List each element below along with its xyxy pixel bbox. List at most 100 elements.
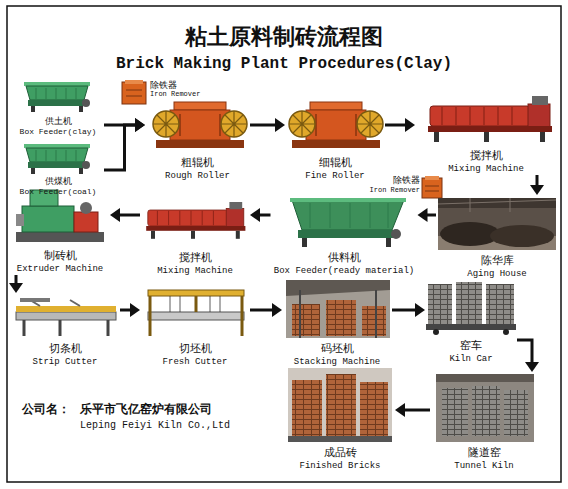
strip-cutter-picture bbox=[24, 320, 108, 336]
machine-name: 制砖机 bbox=[44, 249, 77, 263]
stacking-machine-picture bbox=[300, 290, 376, 338]
flow-arrow bbox=[104, 118, 145, 170]
tunnel-kiln-picture bbox=[504, 390, 528, 436]
ready-feeder-picture bbox=[386, 238, 391, 247]
stacking-machine-picture bbox=[286, 280, 390, 296]
machine-node: 陈华库Aging House bbox=[436, 195, 558, 280]
arrow-head bbox=[525, 362, 539, 372]
flow-arrow bbox=[9, 275, 23, 293]
arrow-head bbox=[130, 303, 140, 317]
iron-remover-picture bbox=[125, 80, 143, 84]
finished-bricks-picture bbox=[288, 368, 392, 442]
aging-house-picture bbox=[438, 198, 556, 212]
machine-node: 窑车Kiln Car bbox=[425, 278, 517, 365]
tunnel-kiln-picture bbox=[436, 374, 534, 442]
machine-name-english: Aging House bbox=[467, 268, 526, 280]
iron-remover-picture bbox=[422, 178, 442, 198]
machine-node: 制砖机Extruder Machine bbox=[10, 185, 110, 275]
ready-feeder-picture bbox=[292, 200, 404, 230]
feeder-picture bbox=[24, 82, 90, 112]
iron-remover-picture bbox=[422, 176, 442, 198]
machine-name-english: Kiln Car bbox=[449, 353, 492, 365]
flow-arrow bbox=[250, 303, 282, 317]
machine-name: 供煤机 bbox=[45, 176, 72, 187]
tunnel-kiln-picture bbox=[442, 388, 468, 436]
machine-name: 粗辊机 bbox=[181, 156, 214, 170]
part-name: Iron Remover bbox=[150, 90, 200, 98]
machine-name-english: Tunnel Kiln bbox=[454, 460, 513, 472]
finished-bricks-picture bbox=[326, 374, 356, 436]
strip-cutter-picture bbox=[16, 312, 116, 320]
arrow-head bbox=[395, 403, 405, 417]
roller-picture bbox=[289, 102, 383, 148]
mixer-picture bbox=[146, 202, 245, 239]
arrow-line bbox=[385, 124, 407, 127]
arrow-head bbox=[405, 118, 415, 132]
extruder-picture bbox=[16, 214, 24, 226]
flow-arrow bbox=[110, 208, 140, 222]
kiln-car-picture bbox=[426, 324, 516, 330]
iron-remover-picture bbox=[425, 176, 439, 180]
tunnel-kiln-picture bbox=[436, 374, 534, 442]
machine-node: 供煤机Box Feeder(coal) bbox=[12, 142, 104, 198]
machine-name: 切坯机 bbox=[179, 342, 212, 356]
arrow-line bbox=[392, 309, 417, 312]
kiln-car-picture bbox=[456, 282, 482, 324]
finished-bricks-picture bbox=[288, 436, 392, 442]
finished-bricks-picture bbox=[360, 382, 388, 436]
stacking-machine-picture bbox=[286, 280, 390, 338]
part-name: 除铁器 bbox=[393, 174, 420, 187]
machine-name-english: Box Feeder(ready material) bbox=[274, 265, 414, 277]
arrow-head bbox=[415, 303, 425, 317]
machine-name: 供料机 bbox=[328, 251, 361, 265]
machine-name-english: Fine Roller bbox=[305, 170, 364, 182]
iron-remover-picture bbox=[122, 82, 146, 104]
finished-bricks-picture bbox=[292, 380, 322, 436]
subtitle: Brick Making Plant Procedures(Clay) bbox=[0, 55, 568, 73]
machine-name-english: Box Feeder(coal) bbox=[20, 187, 97, 198]
arrow-head bbox=[135, 118, 145, 132]
ready-feeder-picture bbox=[391, 229, 401, 239]
tunnel-kiln-picture bbox=[436, 374, 534, 382]
arrow-line bbox=[250, 124, 277, 127]
arrow-line bbox=[517, 340, 532, 364]
machine-name-english: Stacking Machine bbox=[294, 356, 380, 368]
flow-arrow bbox=[418, 208, 437, 222]
stacking-machine-picture bbox=[292, 304, 320, 336]
extruder-picture bbox=[80, 202, 92, 214]
company-name: 乐平市飞亿窑炉有限公司 bbox=[80, 401, 212, 418]
machine-name: 码坯机 bbox=[321, 342, 354, 356]
extruder-picture bbox=[16, 190, 104, 242]
ready-feeder-picture bbox=[290, 198, 406, 202]
arrow-head bbox=[275, 118, 285, 132]
arrow-head bbox=[110, 208, 120, 222]
flow-arrow bbox=[385, 118, 415, 132]
fresh-cutter-picture bbox=[148, 290, 244, 296]
kiln-car-picture bbox=[433, 329, 439, 335]
machine-name: 成品砖 bbox=[324, 446, 357, 460]
machine-name-english: Box Feeder(clay) bbox=[20, 127, 97, 138]
arrow-head bbox=[530, 185, 544, 195]
company-name-english: Leping Feiyi Kiln Co.,Ltd bbox=[80, 420, 230, 431]
ready-feeder-picture bbox=[302, 238, 307, 247]
flow-arrow bbox=[250, 208, 271, 222]
machine-name: 切条机 bbox=[49, 342, 82, 356]
machine-name: 隧道窑 bbox=[468, 446, 501, 460]
fresh-cutter-picture bbox=[170, 296, 220, 312]
machine-node: 切坯机Fresh Cutter bbox=[140, 285, 250, 368]
machine-name: 陈华库 bbox=[481, 254, 514, 268]
strip-cutter-picture bbox=[16, 298, 116, 336]
tunnel-kiln-picture bbox=[472, 386, 500, 436]
machine-name-english: Extruder Machine bbox=[17, 263, 103, 275]
arrow-line bbox=[250, 309, 274, 312]
arrow-head bbox=[135, 118, 145, 132]
fresh-cutter-picture bbox=[148, 290, 244, 336]
machine-name-english: Finished Bricks bbox=[299, 460, 380, 472]
arrow-head bbox=[272, 303, 282, 317]
arrow-line bbox=[403, 409, 430, 412]
machine-name: 窑车 bbox=[460, 339, 482, 353]
machine-name-english: Mixing Machine bbox=[448, 163, 524, 175]
company-caption: 公司名： bbox=[22, 401, 70, 418]
kiln-car-picture bbox=[428, 284, 452, 324]
